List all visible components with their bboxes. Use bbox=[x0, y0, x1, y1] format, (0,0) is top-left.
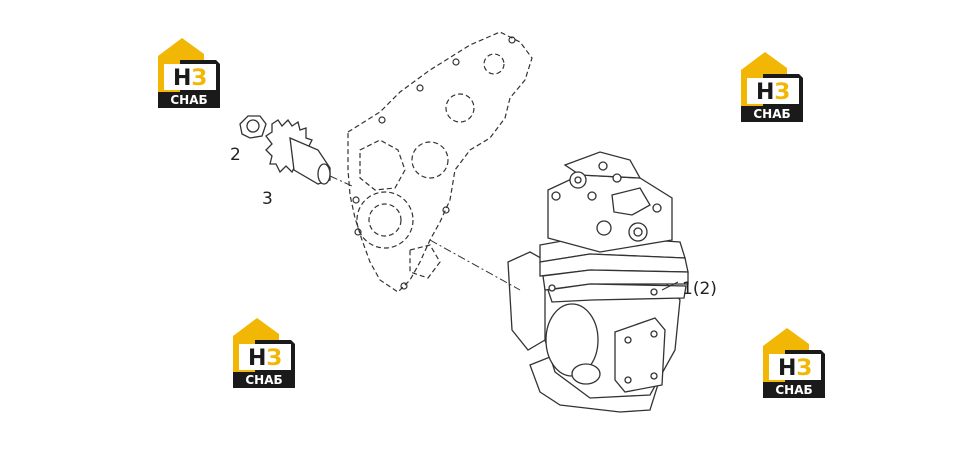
leader-line-part-1 bbox=[661, 281, 679, 291]
gear-part-3 bbox=[265, 118, 331, 185]
timing-cover-bolts bbox=[352, 36, 516, 290]
watermark-logo-bottom-left bbox=[233, 318, 295, 388]
watermark-logo-top-right bbox=[741, 52, 803, 122]
nut-part-2 bbox=[239, 115, 267, 139]
air-compressor-part-1 bbox=[507, 151, 689, 413]
watermark-logo-bottom-right bbox=[763, 328, 825, 398]
watermark-logo-top-left bbox=[158, 38, 220, 108]
callout-3: 3 bbox=[262, 189, 273, 209]
callout-1: 1(2) bbox=[682, 279, 717, 299]
engine-timing-cover bbox=[347, 31, 533, 293]
callout-2: 2 bbox=[230, 145, 241, 165]
assembly-guide-lines bbox=[329, 175, 521, 291]
